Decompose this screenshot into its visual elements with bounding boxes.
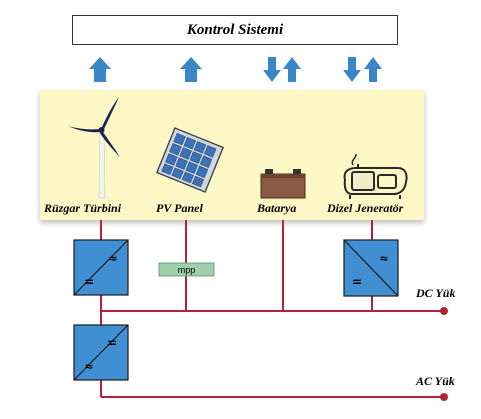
diesel-generator-label: Dizel Jeneratör — [327, 201, 404, 215]
pv-panel-label: PV Panel — [156, 201, 203, 215]
bus-lines — [100, 220, 442, 398]
ac-symbol: ≈ — [108, 252, 117, 265]
arrow-down-icon — [263, 57, 281, 82]
battery-icon — [260, 169, 306, 199]
wind-turbine-icon — [68, 97, 120, 199]
dc-symbol: = — [107, 336, 117, 350]
arrow-up-icon — [180, 57, 202, 82]
dc-symbol: = — [352, 275, 362, 289]
wind-turbine-label: Rüzgar Türbini — [44, 201, 122, 215]
solar-panel-icon — [155, 127, 225, 193]
dc-symbol: = — [84, 275, 94, 289]
ac-load-terminal — [440, 393, 448, 401]
arrow-up-icon — [89, 57, 111, 82]
mpp-label: mpp — [178, 265, 196, 275]
ac-symbol: ≈ — [379, 252, 388, 265]
mpp-controller: mpp — [158, 262, 215, 277]
ac-load-label: AC Yük — [416, 374, 455, 388]
control-system-box: Kontrol Sistemi — [72, 15, 398, 45]
dc-load-terminal — [440, 307, 448, 315]
arrow-up-icon — [283, 57, 301, 82]
ac-symbol: ≈ — [84, 360, 93, 373]
battery-label: Batarya — [257, 201, 297, 215]
arrow-up-icon — [364, 57, 382, 82]
arrow-down-icon — [343, 57, 361, 82]
converter-generator: ≈ = — [343, 239, 399, 297]
diesel-generator-icon — [343, 153, 408, 199]
dc-load-label: DC Yük — [416, 286, 456, 300]
converter-wind: ≈ = — [73, 239, 129, 296]
inverter: = ≈ — [73, 324, 129, 381]
